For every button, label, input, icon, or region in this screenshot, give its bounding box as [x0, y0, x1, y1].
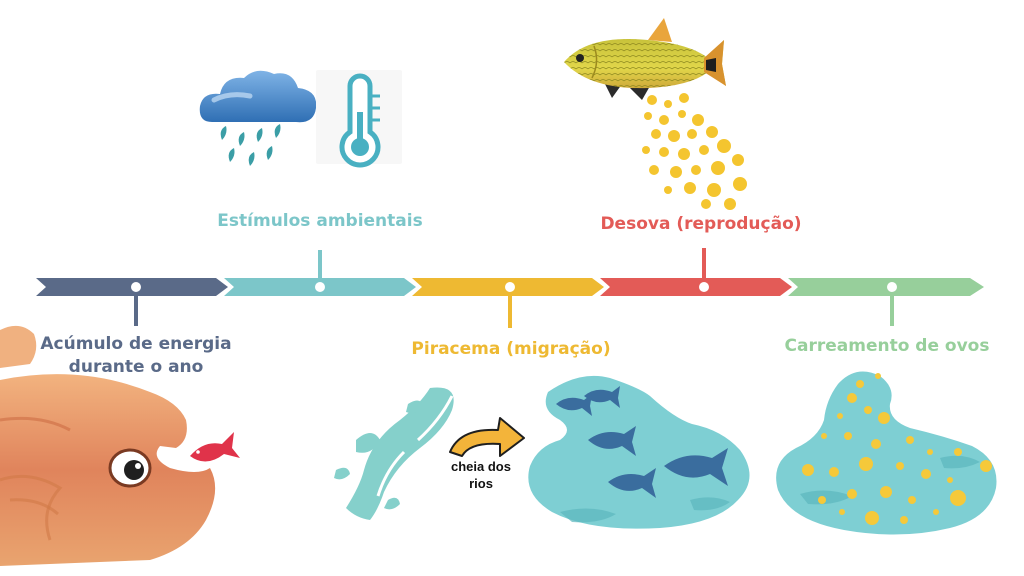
fish-eggs-icon — [642, 93, 747, 210]
label-spawning: Desova (reprodução) — [600, 214, 802, 234]
timeline — [36, 278, 984, 296]
flood-stream-icon — [334, 387, 454, 520]
migration-river-icon — [528, 375, 750, 529]
eggs-river-icon — [776, 371, 997, 535]
rain-cloud-icon — [199, 70, 317, 166]
big-fish-head-icon — [0, 325, 216, 566]
label-piracema: Piracema (migração) — [411, 339, 611, 359]
thermometer-icon — [316, 70, 402, 168]
label-stimuli: Estímulos ambientais — [217, 211, 423, 231]
timeline-nodes — [129, 280, 899, 294]
timeline-segment-spawning — [600, 278, 792, 296]
small-red-fish-icon — [190, 432, 240, 462]
label-energy-line-1: Acúmulo de energia — [40, 334, 232, 354]
flood-label: cheia dos rios — [436, 458, 526, 492]
flood-label-line-2: rios — [469, 476, 493, 491]
flood-label-line-1: cheia dos — [451, 459, 511, 474]
label-energy: Acúmulo de energia durante o ano — [0, 333, 272, 379]
curved-arrow-icon — [449, 417, 525, 457]
dourado-fish-icon — [564, 18, 726, 100]
blue-fish-group — [556, 386, 728, 498]
label-energy-line-2: durante o ano — [68, 357, 204, 377]
label-eggs: Carreamento de ovos — [784, 336, 990, 356]
